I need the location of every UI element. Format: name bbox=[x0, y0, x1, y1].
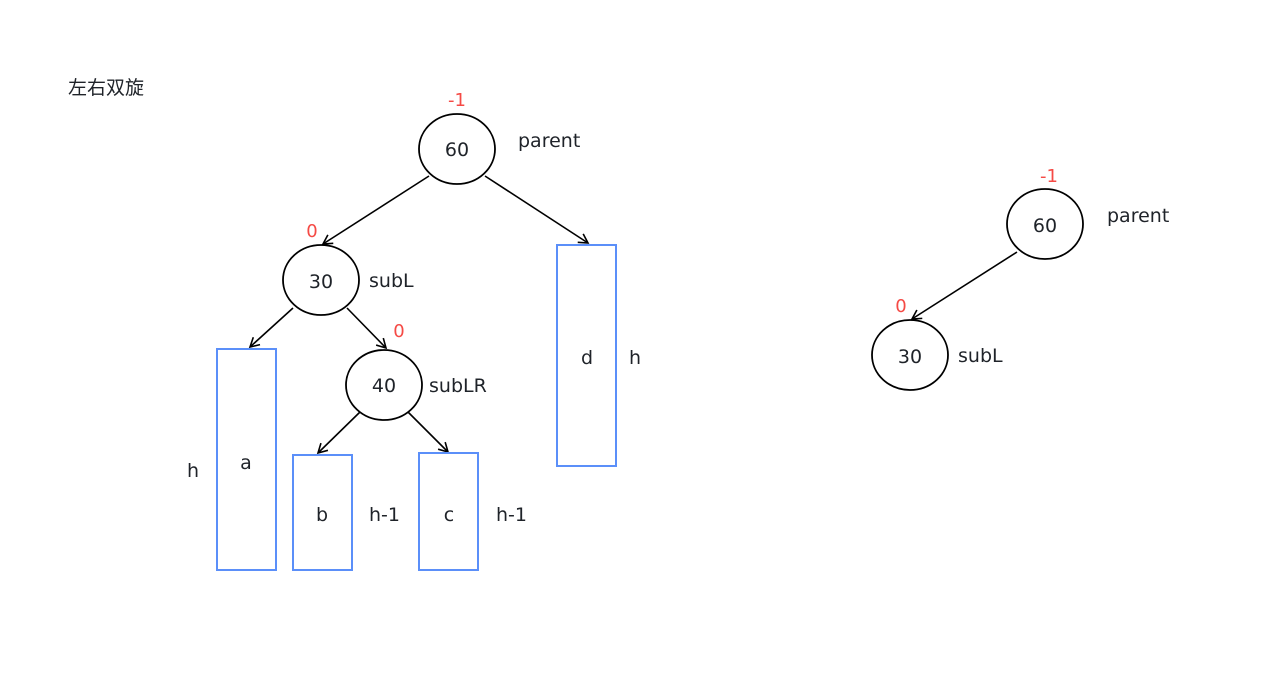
subtree-box bbox=[216, 348, 277, 571]
node-value: 40 bbox=[372, 375, 396, 397]
subtree-height: h bbox=[187, 460, 199, 482]
edge-40-c bbox=[407, 411, 450, 454]
balance-factor: 0 bbox=[393, 321, 404, 342]
node-role-label: subL bbox=[958, 345, 1003, 367]
balance-factor: -1 bbox=[448, 90, 466, 111]
node-role-label: subLR bbox=[429, 375, 487, 397]
node-circle bbox=[345, 349, 423, 421]
subtree-box bbox=[556, 244, 617, 467]
node-60-parent: 60 -1 parent bbox=[418, 90, 580, 185]
node-circle bbox=[282, 244, 360, 316]
subtree-d: d h bbox=[556, 244, 641, 467]
node-value: 30 bbox=[309, 271, 333, 293]
edge-60-30 bbox=[910, 251, 1018, 320]
edge-30-a bbox=[248, 307, 294, 349]
subtree-box bbox=[418, 452, 479, 571]
left-tree: 60 -1 parent 30 0 subL 40 0 subLR a h b bbox=[187, 90, 641, 571]
node-circle bbox=[418, 113, 496, 185]
subtree-b: b h-1 bbox=[292, 454, 400, 571]
edge-30-40 bbox=[346, 307, 388, 350]
subtree-a: a h bbox=[187, 348, 277, 571]
node-role-label: parent bbox=[518, 130, 580, 152]
subtree-c: c h-1 bbox=[418, 452, 527, 571]
node-circle bbox=[1006, 188, 1084, 260]
node-30-subL: 30 0 subL bbox=[871, 296, 1003, 391]
node-value: 60 bbox=[445, 139, 469, 161]
node-value: 30 bbox=[898, 346, 922, 368]
node-30-subL: 30 0 subL bbox=[282, 221, 414, 316]
balance-factor: 0 bbox=[895, 296, 906, 317]
edge-60-30 bbox=[321, 175, 430, 245]
node-40-subLR: 40 0 subLR bbox=[345, 321, 487, 421]
node-role-label: parent bbox=[1107, 205, 1169, 227]
node-60-parent: 60 -1 parent bbox=[1006, 166, 1169, 260]
node-role-label: subL bbox=[369, 270, 414, 292]
node-circle bbox=[871, 319, 949, 391]
balance-factor: 0 bbox=[306, 221, 317, 242]
edge-40-b bbox=[316, 411, 361, 455]
subtree-label: b bbox=[316, 504, 328, 526]
diagram-title: 左右双旋 bbox=[68, 77, 144, 99]
node-value: 60 bbox=[1033, 215, 1057, 237]
right-tree: 60 -1 parent 30 0 subL bbox=[871, 166, 1169, 391]
subtree-label: d bbox=[581, 347, 593, 369]
subtree-height: h-1 bbox=[496, 504, 527, 526]
edge-60-d bbox=[484, 175, 590, 244]
subtree-label: c bbox=[444, 504, 454, 526]
subtree-height: h-1 bbox=[369, 504, 400, 526]
subtree-height: h bbox=[629, 347, 641, 369]
subtree-box bbox=[292, 454, 353, 571]
balance-factor: -1 bbox=[1040, 166, 1058, 187]
subtree-label: a bbox=[240, 452, 252, 474]
